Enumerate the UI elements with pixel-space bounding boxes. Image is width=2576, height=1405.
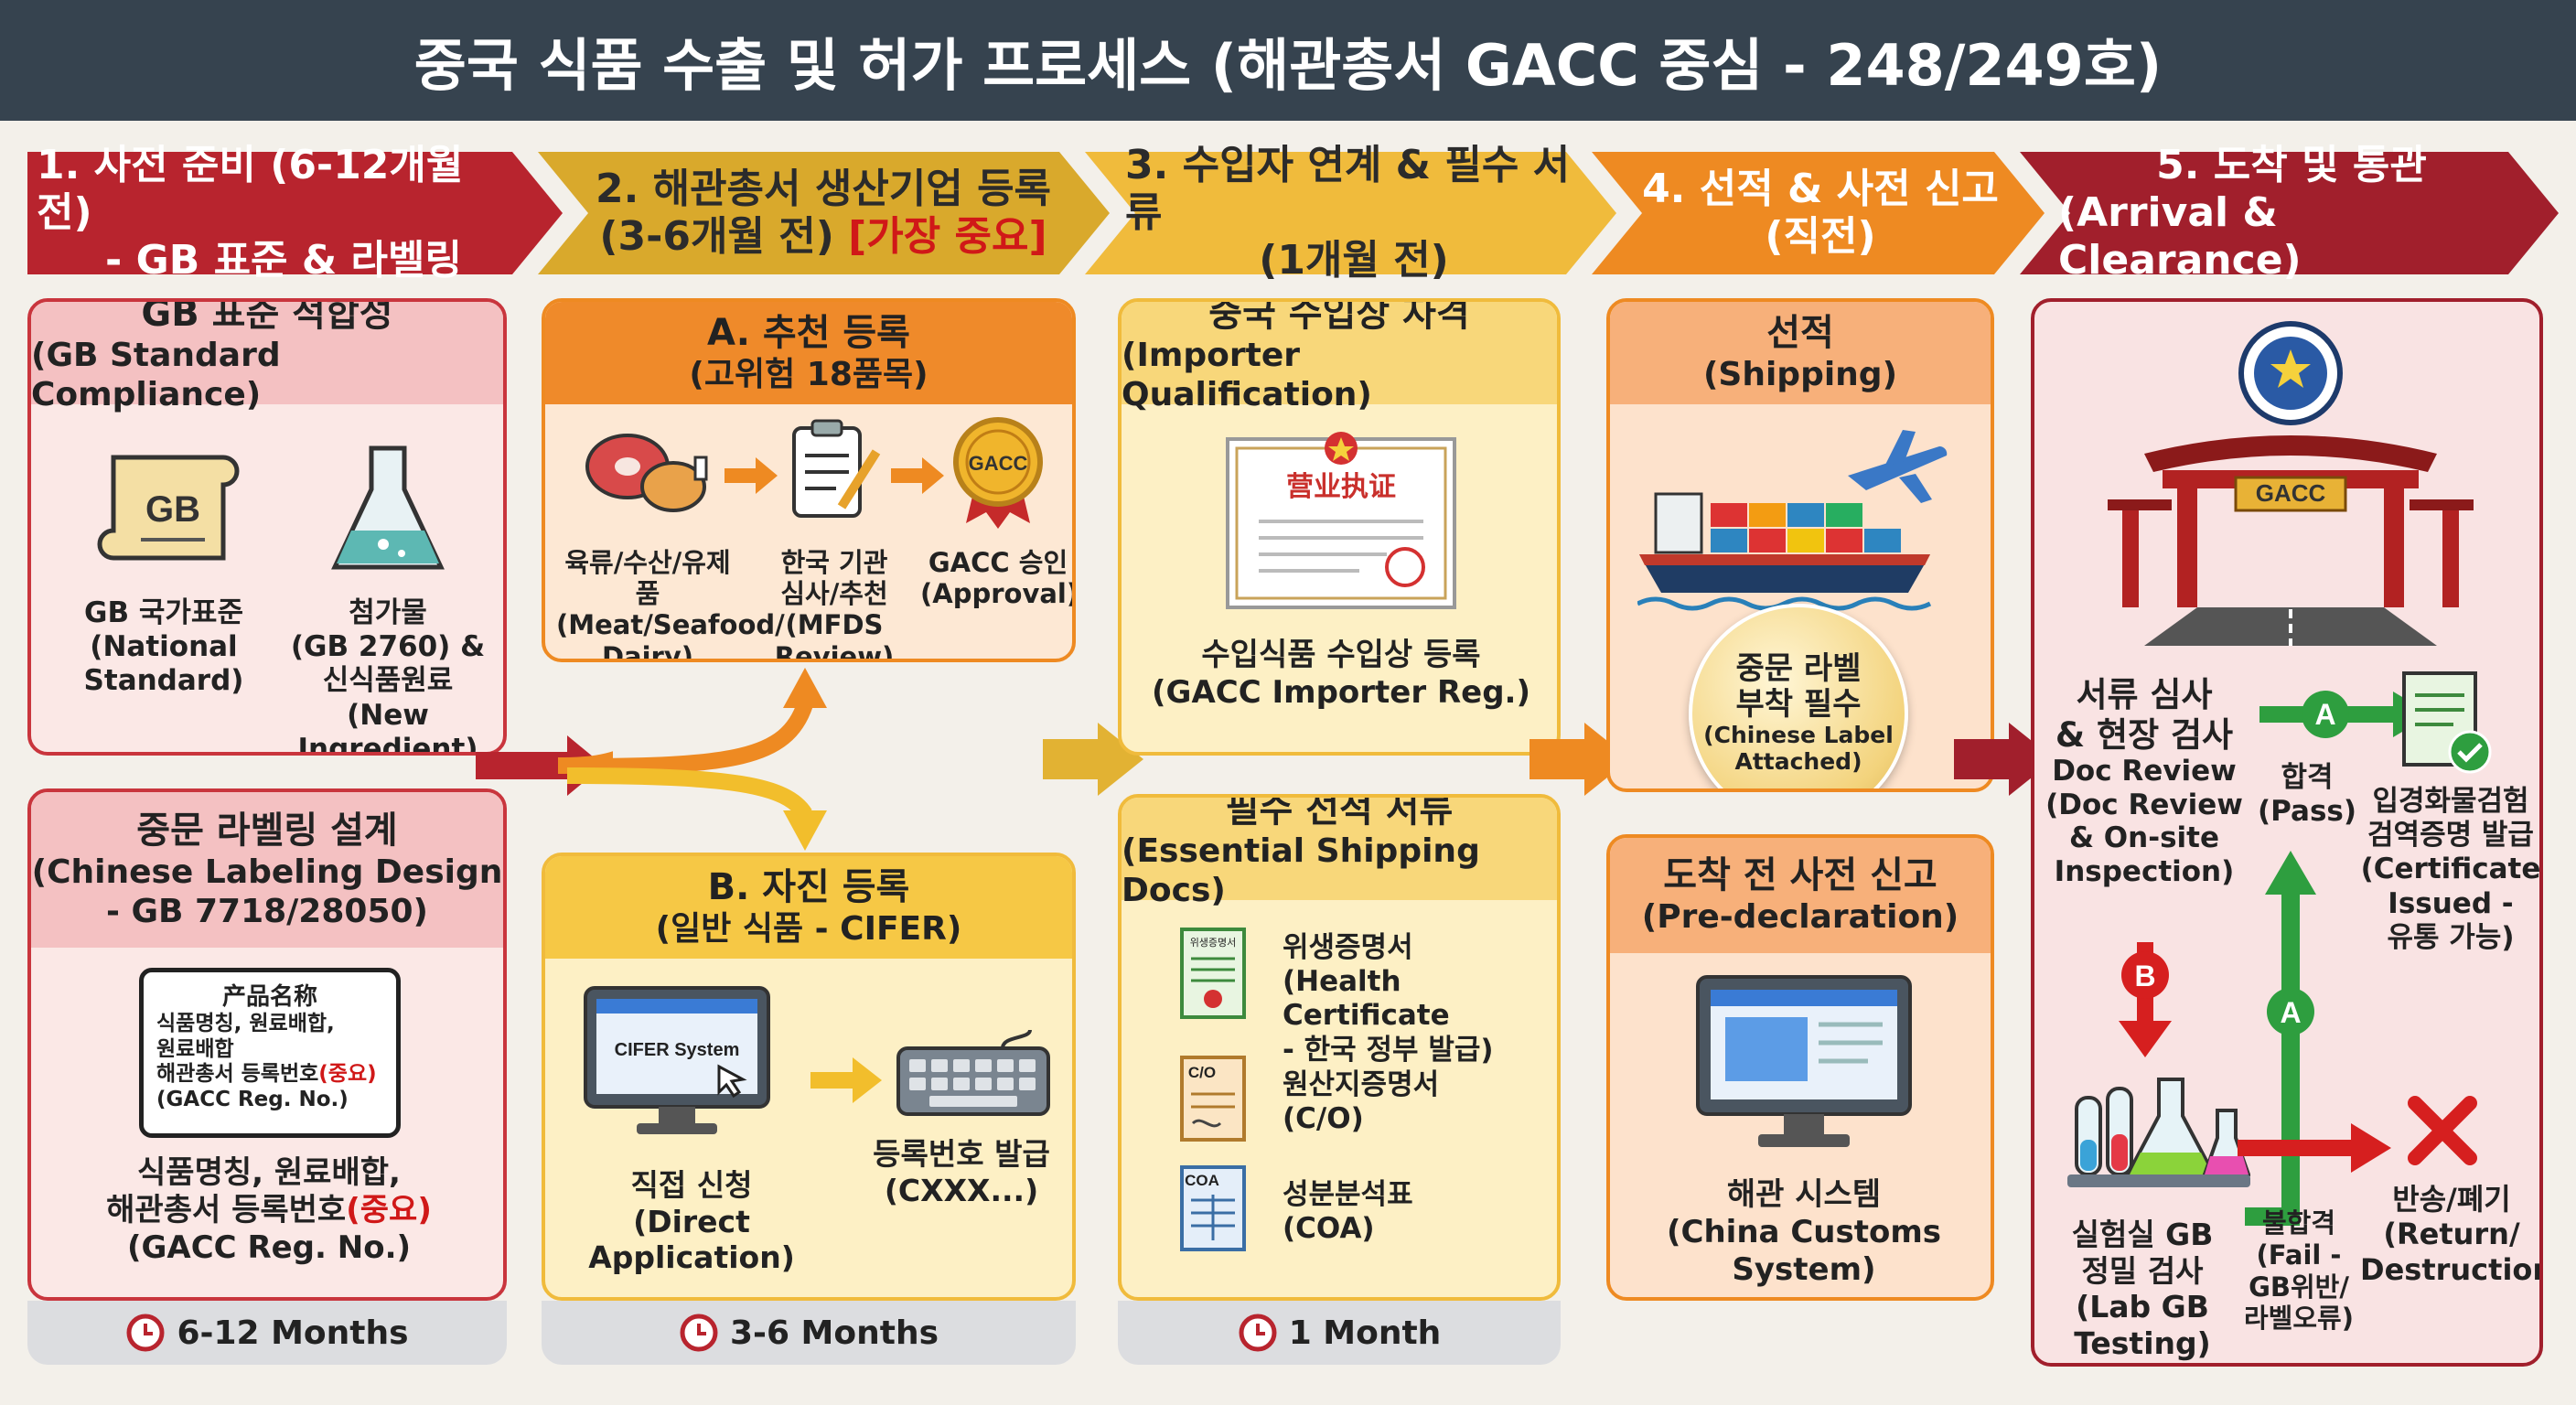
label-caption: 식품명칭, 원료배합, 해관총서 등록번호(중요) (GACC Reg. No.… (106, 1154, 432, 1266)
recommended-registration-card: A. 추천 등록 (고위험 18품목) GACC 육류/수산/유제품(Meat/… (542, 298, 1076, 662)
gacc-approval-label: GACC 승인(Approval) (920, 547, 1076, 610)
arrival-clearance-card: GACC 서류 심사 & 현장 검사 Doc Review (Doc Revie… (2031, 298, 2543, 1367)
svg-text:위생증명서: 위생증명서 (1190, 937, 1237, 949)
chinese-label-badge: 중문 라벨 부착 필수 (Chinese Label Attached) (1689, 604, 1908, 788)
clock-icon-2 (680, 1314, 718, 1352)
svg-text:CIFER System: CIFER System (615, 1040, 740, 1060)
stage-3-label: 3. 수입자 연계 & 필수 서류(1개월 전) (1125, 142, 1571, 284)
fail-arrow-icon: B (2119, 942, 2172, 1057)
return-destruction-label: 반송/폐기(Return/Destruction) (2360, 1182, 2539, 1287)
page-title: 중국 식품 수출 및 허가 프로세스 (해관총서 GACC 중심 - 248/2… (0, 0, 2576, 121)
airplane-icon (1848, 430, 1948, 503)
health-certificate-icon: 위생증명서 (1180, 928, 1246, 1019)
additive-label: 첨가물(GB 2760) &신식품원료(New Ingredient) (290, 596, 486, 756)
chevron-stage-2 (538, 152, 1110, 274)
customs-system-label: 해관 시스템(China Customs System) (1666, 1176, 1941, 1288)
coa-label: 성분분석표(COA) (1283, 1178, 1413, 1246)
flask-icon (331, 445, 445, 570)
cargo-ship-icon (1637, 492, 1932, 611)
svg-text:C/O: C/O (1188, 1064, 1216, 1081)
flow-arrow-4 (1954, 723, 2055, 796)
clock-icon (126, 1314, 165, 1352)
shipping-card: 선적 (Shipping) 중문 라벨 부착 필수 (Chinese Label… (1606, 298, 1994, 792)
label-sample-box: 产品名称 식품명칭, 원료배합, 원료배합 해관총서 등록번호(중요) (GAC… (139, 968, 401, 1138)
chevron-stage-4 (1592, 152, 2045, 274)
gacc-seal-icon: GACC (953, 417, 1043, 529)
flow-arrow-3 (1530, 723, 1630, 796)
svg-text:COA: COA (1185, 1172, 1219, 1189)
certificate-check-icon (2402, 671, 2492, 774)
reject-x-icon (2408, 1096, 2477, 1165)
svg-text:B: B (2134, 960, 2155, 992)
stage-5-label: 5. 도착 및 통관(Arrival & Clearance) (2058, 142, 2427, 284)
svg-text:营业执证: 营业执证 (1286, 471, 1396, 503)
business-license-icon: 营业执证 (1226, 432, 1456, 609)
importer-qualification-card: 중국 수입상 자격 (Importer Qualification) 营业执证 … (1118, 298, 1561, 756)
arrow-right-icon-2 (891, 457, 944, 494)
meat-icon (585, 434, 708, 512)
stage-1-label: 1. 사전 준비 (6-12개월 전)- GB 표준 & 라벨링 (37, 142, 464, 284)
chevron-stage-5 (2020, 152, 2559, 274)
time-badge-1: 6-12 Months (27, 1301, 507, 1365)
stage-4-label: 4. 선적 & 사전 신고(직전) (1642, 166, 1999, 260)
pass-label: 합격(Pass) (2257, 761, 2357, 829)
svg-text:GACC: GACC (2256, 479, 2326, 507)
clipboard-pen-icon (792, 419, 881, 518)
time-badge-2: 3-6 Months (542, 1301, 1076, 1365)
keyboard-icon (896, 1030, 1050, 1116)
svg-text:A: A (2280, 996, 2301, 1029)
importer-reg-label: 수입식품 수입상 등록(GACC Importer Reg.) (1152, 637, 1530, 711)
gb-compliance-card: GB 표준 적합성 (GB Standard Compliance) GB GB… (27, 298, 507, 756)
chevron-stage-1 (27, 152, 563, 274)
arrow-right-icon-3 (810, 1057, 882, 1103)
scroll-icon: GB (97, 455, 240, 561)
svg-text:GB: GB (145, 489, 200, 530)
doc-review-label: 서류 심사 & 현장 검사 Doc Review (Doc Review & O… (2045, 675, 2243, 889)
pre-declaration-card: 도착 전 사전 신고 (Pre-declaration) 해관 시스템(Chin… (1606, 834, 1994, 1301)
shipping-docs-card: 필수 선적 서류 (Essential Shipping Docs) 위생증명서… (1118, 794, 1561, 1301)
stage-2-label: 2. 해관총서 생산기업 등록(3-6개월 전) [가장 중요] (595, 166, 1052, 260)
meat-seafood-dairy-label: 육류/수산/유제품(Meat/Seafood/Dairy) (556, 547, 785, 662)
arrow-right-icon (724, 457, 778, 494)
stage-chevrons (27, 152, 2559, 274)
customs-computer-icon (1696, 975, 1912, 1147)
certificate-of-origin-label: 원산지증명서(C/O) (1283, 1068, 1440, 1136)
computer-monitor-icon: CIFER System (584, 986, 770, 1134)
registration-number-label: 등록번호 발급(CXXX...) (873, 1136, 1050, 1208)
direct-application-label: 직접 신청(Direct Application) (588, 1167, 795, 1276)
svg-text:A: A (2314, 698, 2335, 731)
svg-text:GACC: GACC (969, 452, 1028, 475)
branch-arrows (567, 668, 827, 851)
health-certificate-label: 위생증명서(Health Certificate- 한국 정부 발급) (1283, 931, 1494, 1067)
certificate-of-origin-icon: C/O (1180, 1056, 1246, 1142)
time-badge-3: 1 Month (1118, 1301, 1561, 1365)
fail-label: 불합격(Fail -GB위반/라벨오류) (2244, 1207, 2354, 1335)
retest-pass-arrow-icon: A (2245, 851, 2316, 1226)
self-registration-card: B. 자진 등록 (일반 식품 - CIFER) CIFER System 직접… (542, 853, 1076, 1301)
clock-icon-3 (1239, 1314, 1277, 1352)
chevron-stage-3 (1085, 152, 1616, 274)
chinese-labeling-card: 중문 라벨링 설계 (Chinese Labeling Design - GB … (27, 788, 507, 1301)
lab-test-icon (2067, 1078, 2250, 1187)
fail-right-arrow-icon (2238, 1123, 2391, 1173)
customs-gate-icon: GACC (2108, 321, 2474, 646)
coa-document-icon: COA (1180, 1165, 1246, 1251)
